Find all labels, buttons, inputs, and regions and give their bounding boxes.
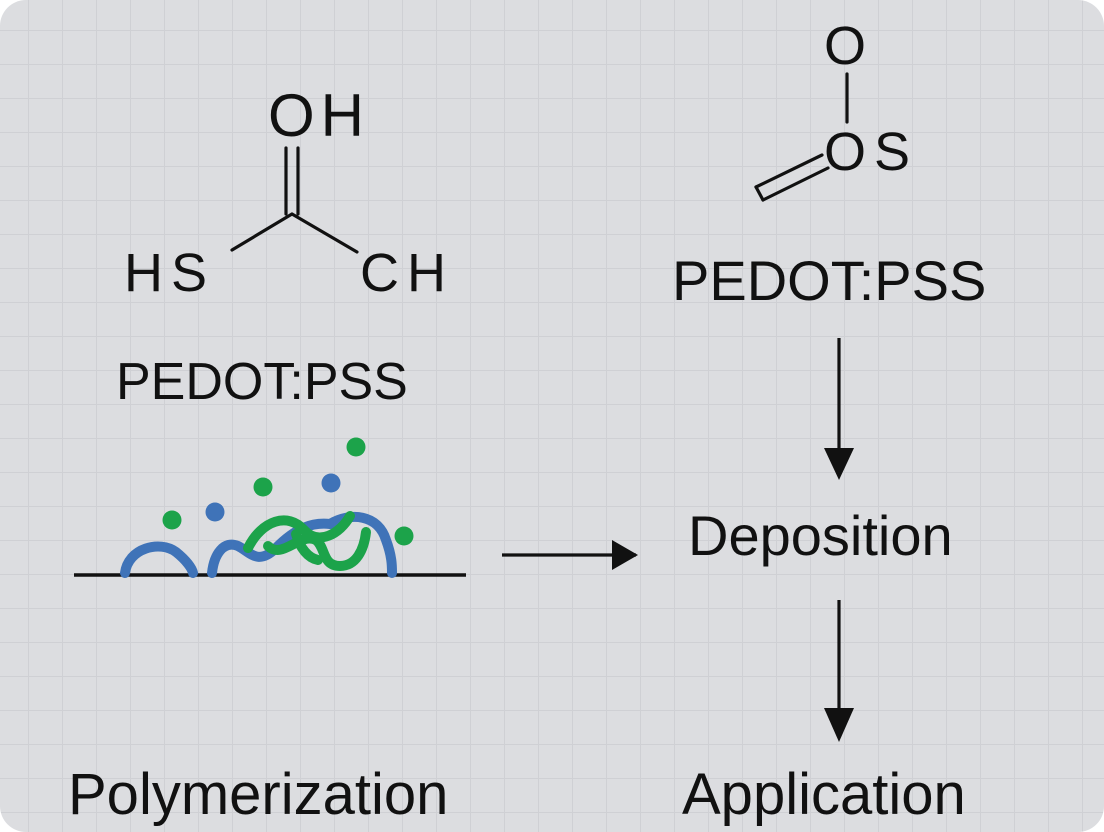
- green-chain-1: [243, 511, 355, 553]
- left-molecule-bonds: [230, 146, 359, 254]
- blue-chain-1: [120, 541, 198, 578]
- double-bond-line-b: [761, 166, 830, 202]
- green-chain-2: [263, 527, 371, 572]
- arrow-down-1-head: [824, 448, 854, 480]
- step-polymerization: Polymerization: [68, 762, 449, 827]
- green-chain-3: [291, 529, 323, 565]
- double-bond-line-a: [754, 153, 824, 189]
- arrow-right-head: [612, 540, 638, 570]
- left-molecule-name: PEDOT:PSS: [116, 353, 408, 411]
- green-dot: [162, 510, 182, 530]
- blue-dot: [205, 502, 225, 522]
- arrow-down-2-head: [824, 708, 854, 742]
- polymer-chain-illustration: [74, 437, 466, 578]
- atom-label-hs: HS: [124, 243, 216, 303]
- atom-label-os: OS: [824, 122, 919, 182]
- right-molecule-bonds: [754, 72, 849, 202]
- green-dot: [346, 437, 366, 457]
- green-dot: [253, 477, 273, 497]
- blue-dot: [321, 473, 341, 493]
- atom-label-o: O: [824, 16, 867, 76]
- step-application: Application: [682, 762, 966, 827]
- step-deposition: Deposition: [688, 504, 953, 567]
- bond-to-s: [230, 212, 294, 252]
- right-molecule-name: PEDOT:PSS: [672, 249, 987, 312]
- atom-label-oh: OH: [268, 82, 370, 149]
- bond-to-c: [290, 212, 359, 254]
- double-bond-cap: [754, 185, 765, 202]
- green-dot: [394, 526, 414, 546]
- atom-label-ch: CH: [360, 243, 454, 303]
